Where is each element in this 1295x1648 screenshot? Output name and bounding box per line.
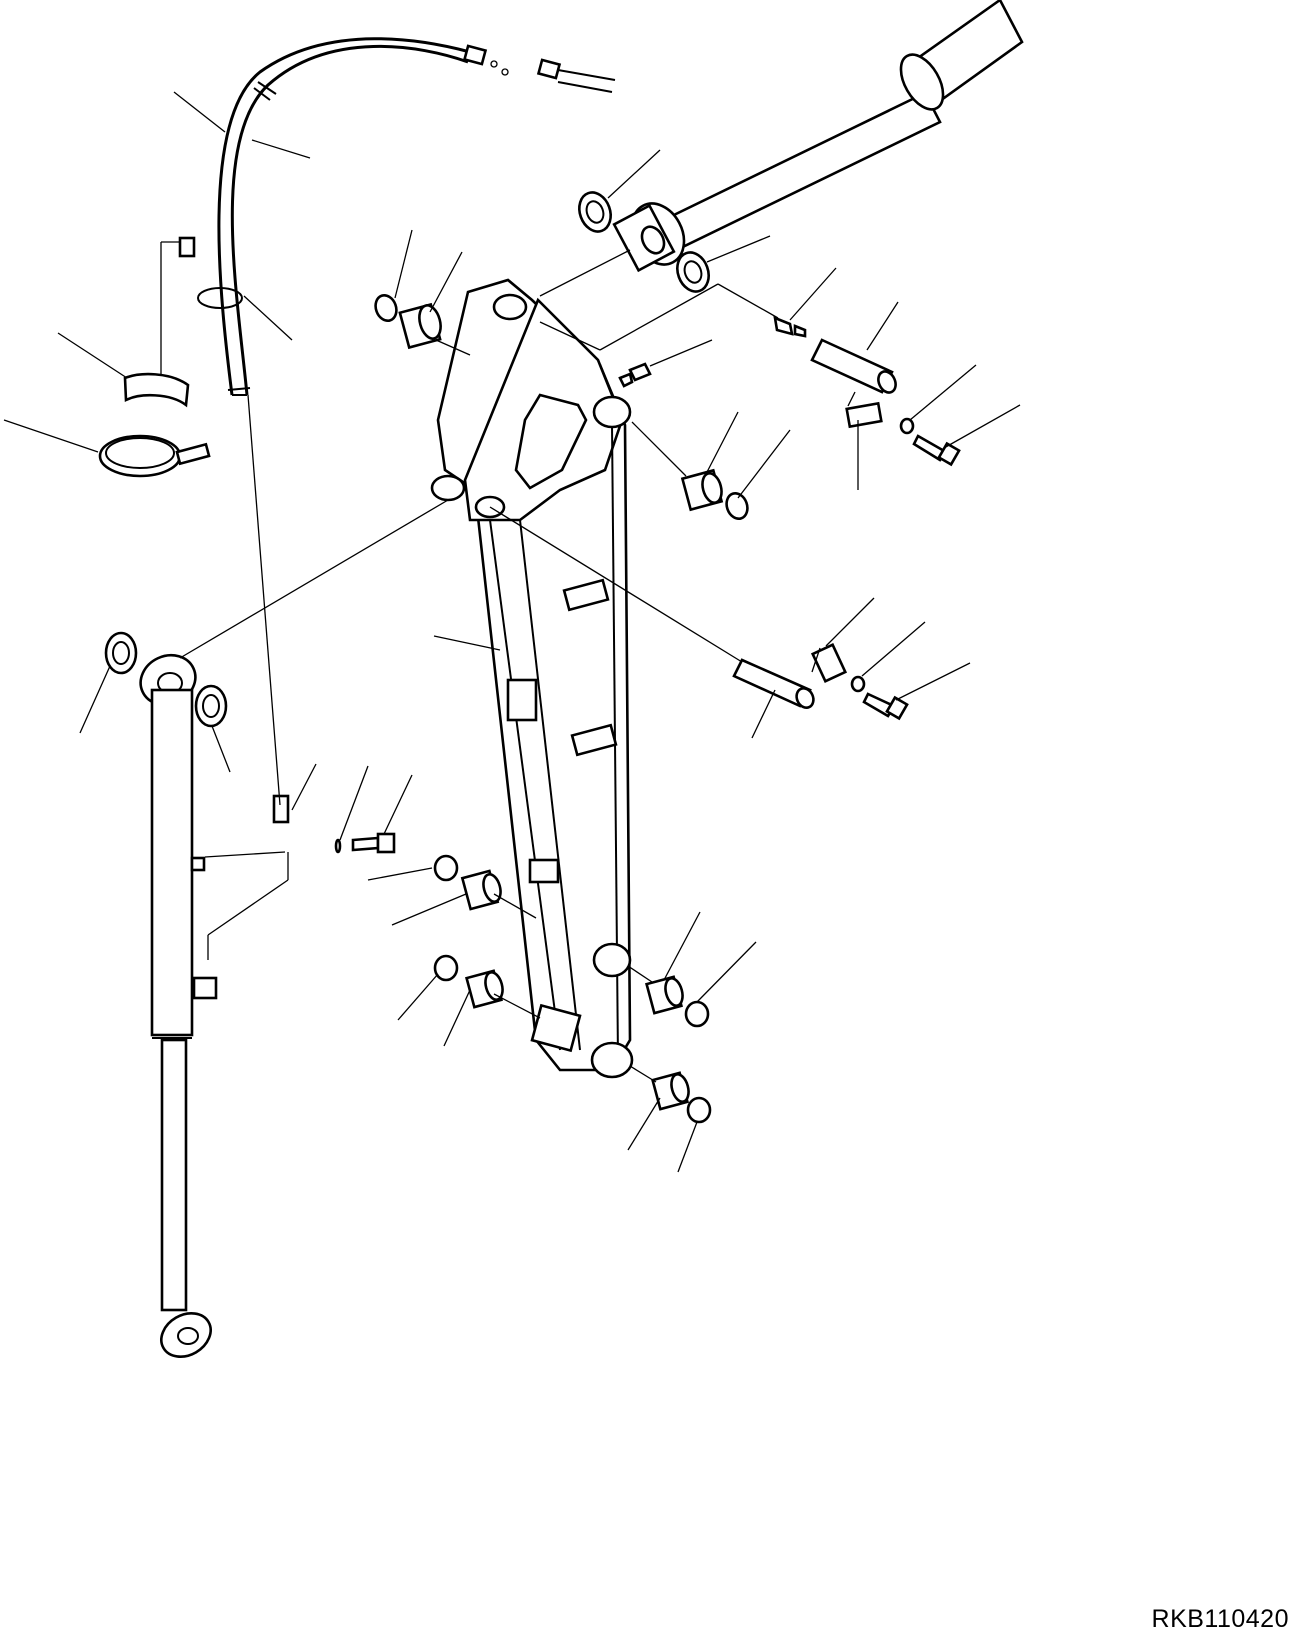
hose xyxy=(160,37,616,396)
clamp-band xyxy=(98,434,211,478)
pin xyxy=(732,338,897,709)
grease-fitting xyxy=(618,315,807,388)
bushing xyxy=(398,302,724,1111)
arm xyxy=(430,278,634,1079)
assembly-lines xyxy=(179,249,856,1083)
plate xyxy=(272,401,883,824)
bolt xyxy=(334,434,961,854)
drawing-code: RKB110420 xyxy=(1151,1605,1289,1633)
hose-clamp xyxy=(123,372,190,408)
upper-cylinder xyxy=(612,0,1024,273)
leader-lines xyxy=(3,91,1021,1173)
bucket-cylinder xyxy=(139,653,218,1358)
washer xyxy=(104,191,915,1124)
